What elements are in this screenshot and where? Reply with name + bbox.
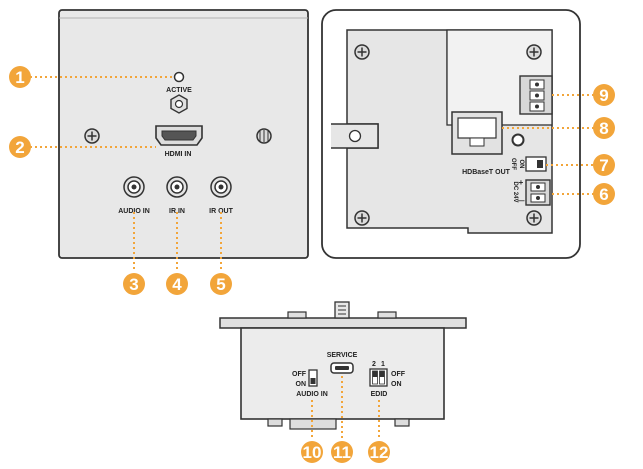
label-dip-2: 2	[372, 361, 376, 368]
screw-icon	[526, 210, 542, 226]
callout-7: 7	[593, 154, 615, 176]
label-audio-in-bottom: AUDIO IN	[296, 391, 328, 398]
callout-leaders	[30, 76, 600, 440]
label-dc-24v: DC 24V	[512, 181, 518, 202]
stud-icon	[334, 301, 350, 319]
screw-icon	[526, 44, 542, 60]
callout-5: 5	[210, 273, 232, 295]
label-on-left: ON	[296, 381, 307, 388]
svg-text:9: 9	[599, 86, 608, 105]
svg-text:3: 3	[129, 275, 138, 294]
label-off-right: OFF	[391, 371, 406, 378]
callout-1: 1	[9, 66, 31, 88]
service-micro-usb-port	[330, 362, 354, 374]
label-dip-1: 1	[381, 361, 385, 368]
callout-8: 8	[593, 117, 615, 139]
edid-dip-switch	[369, 368, 388, 387]
label-on: ON	[518, 160, 524, 169]
callout-9: 9	[593, 84, 615, 106]
hdbaset-out-port	[451, 111, 503, 155]
hdmi-in-port	[155, 125, 203, 146]
audio-in-jack	[123, 176, 145, 198]
svg-text:11: 11	[333, 443, 351, 462]
label-ir-out: IR OUT	[209, 208, 233, 215]
svg-text:2: 2	[15, 138, 24, 157]
screw-icon	[354, 210, 370, 226]
front-panel: ACTIVE HDMI IN AUDIO IN IR IN IR OUT	[58, 9, 309, 259]
screw-icon	[256, 128, 272, 144]
svg-text:7: 7	[599, 156, 608, 175]
callout-3: 3	[123, 273, 145, 295]
screw-icon	[84, 128, 100, 144]
label-plus: +	[519, 178, 524, 187]
callout-11: 11	[331, 441, 353, 463]
svg-text:6: 6	[599, 185, 608, 204]
terminal-block-3pin	[519, 75, 553, 115]
svg-text:4: 4	[172, 275, 182, 294]
label-ir-in: IR IN	[169, 208, 185, 215]
svg-text:12: 12	[370, 443, 389, 462]
active-led	[173, 71, 185, 83]
hex-nut	[170, 94, 188, 114]
callout-12: 12	[368, 441, 390, 463]
power-switch	[525, 156, 547, 172]
label-hdmi-in: HDMI IN	[165, 151, 192, 158]
callout-4: 4	[166, 273, 188, 295]
label-off-left: OFF	[292, 371, 307, 378]
label-hdbaset-out: HDBaseT OUT	[462, 169, 511, 176]
label-edid: EDID	[371, 391, 388, 398]
label-service: SERVICE	[327, 352, 358, 359]
label-on-right: ON	[391, 381, 402, 388]
callout-6: 6	[593, 183, 615, 205]
audio-in-switch	[308, 369, 318, 387]
callout-10: 10	[301, 441, 323, 463]
ir-out-jack	[210, 176, 232, 198]
ir-in-jack	[166, 176, 188, 198]
svg-text:10: 10	[303, 443, 322, 462]
label-audio-in: AUDIO IN	[118, 208, 150, 215]
rear-panel: HDBaseT OUT ON OFF DC 24V + —	[321, 9, 581, 259]
callout-2: 2	[9, 136, 31, 158]
svg-text:5: 5	[216, 275, 225, 294]
led-icon	[511, 133, 525, 147]
bottom-view: SERVICE OFF ON AUDIO IN 2 1 OFF ON EDID	[219, 301, 467, 430]
screw-icon	[354, 44, 370, 60]
svg-text:1: 1	[15, 68, 24, 87]
label-minus: —	[518, 198, 525, 205]
label-active: ACTIVE	[166, 87, 192, 94]
svg-text:8: 8	[599, 119, 608, 138]
label-off: OFF	[510, 158, 516, 170]
dc-power-terminal	[525, 179, 551, 206]
